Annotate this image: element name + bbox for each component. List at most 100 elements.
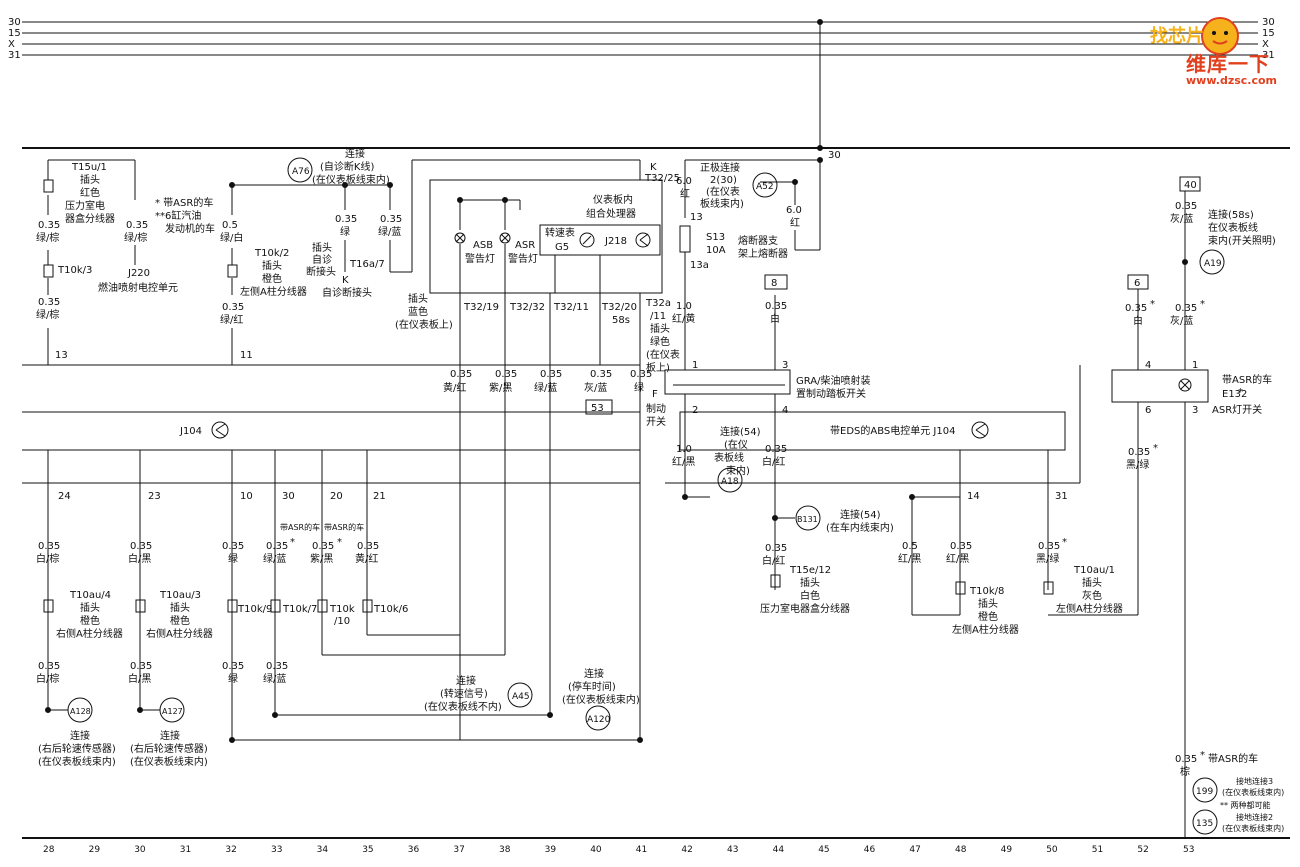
wire-color-gbl: 绿/蓝 <box>378 225 401 238</box>
wire-star-brown: * <box>1200 750 1205 761</box>
pos-l2: 2(30) <box>710 175 737 186</box>
t10au1-l1: 插头 <box>1082 576 1102 589</box>
t10au3-l3: 右侧A柱分线器 <box>146 627 213 640</box>
track-number: 30 <box>134 845 146 855</box>
j220-name: 燃油喷射电控单元 <box>98 281 178 294</box>
t10au4-code: T10au/4 <box>69 590 111 601</box>
connector-a52 <box>752 172 778 198</box>
e132-p4: 4 <box>1145 360 1151 371</box>
wire-color-gbl30b: 绿/蓝 <box>263 672 286 685</box>
diag-l3: 断接头 <box>306 265 336 278</box>
t10au3-code: T10au/3 <box>159 590 201 601</box>
wire-color-bg2: 黑/绿 <box>1126 458 1149 471</box>
wire-color-gblt: 灰/蓝 <box>1170 212 1193 225</box>
t15u-l1: 插头 <box>80 173 100 186</box>
t32a-l4: 板上) <box>646 361 670 374</box>
rail-label-31-right: 31 <box>1262 50 1275 61</box>
diag-code: T16a/7 <box>349 259 385 270</box>
speedo-label: 转速表 <box>545 226 575 239</box>
t32-25-k: K <box>650 162 657 173</box>
a127-id: A127 <box>162 707 183 716</box>
wire-size-gb-j220: 0.35 <box>126 220 148 231</box>
g199-id: 199 <box>1196 787 1213 797</box>
wire-color-g: 绿 <box>340 225 350 238</box>
wire-size-gr: 0.35 <box>222 302 244 313</box>
pin-20: 20 <box>330 491 343 502</box>
pos-wire-color: 红 <box>680 187 690 200</box>
wire-size-gbl30b: 0.35 <box>266 661 288 672</box>
track-number: 46 <box>864 845 876 855</box>
t15e-l2: 白色 <box>800 589 820 602</box>
wire-size-yr2: 0.35 <box>357 541 379 552</box>
a76-l2: (自诊断K线) <box>320 160 374 173</box>
gra-p2: 2 <box>692 405 698 416</box>
box-40 <box>1179 176 1201 192</box>
connector-a19 <box>1199 249 1225 275</box>
asr-label-2: 带ASR的车 <box>324 522 364 532</box>
gra-l2: 置制动踏板开关 <box>796 387 866 400</box>
wire-color-gbl30: 绿/蓝 <box>263 552 286 565</box>
wire-size-gb-top: 0.35 <box>38 220 60 231</box>
a120-l3: (在仪表板线束内) <box>562 693 640 706</box>
track-number: 37 <box>453 845 464 855</box>
fuse-pin13: 13 <box>690 212 703 223</box>
fuse-l1: 熔断器支 <box>738 234 778 247</box>
a76-l3: (在仪表板线束内) <box>312 173 390 186</box>
e132-p1: 1 <box>1192 360 1198 371</box>
wire-color-gb-bot: 绿/棕 <box>36 308 59 321</box>
rail-label-15-right: 15 <box>1262 28 1275 39</box>
t10k2-l3: 左侧A柱分线器 <box>240 285 307 298</box>
watermark-brand: 找芯片 <box>1150 26 1204 47</box>
wire-color-pb2: 紫/黑 <box>310 553 333 565</box>
t10k9-code: T10k/9 <box>237 604 272 615</box>
ground-135 <box>1192 809 1218 835</box>
wire-size-gblt: 0.35 <box>1175 201 1197 212</box>
pin-24: 24 <box>58 491 71 502</box>
a128-l1: 连接 <box>70 729 90 742</box>
labels: 30 15 X 31 30 15 X 31 30 T15u/1 插头 红色 压力… <box>8 17 1284 833</box>
rail-label-x: X <box>8 39 15 50</box>
both-possible: ** 两种都可能 <box>1220 800 1271 810</box>
a76-id: A76 <box>292 167 310 177</box>
asr-label: ASR <box>515 240 535 251</box>
track-number: 52 <box>1137 845 1148 855</box>
wire-size-gb-bot: 0.35 <box>38 297 60 308</box>
rail-label-x-right: X <box>1262 39 1269 50</box>
box-6-label: 6 <box>1134 278 1140 289</box>
b131-l1: 连接(54) <box>840 508 881 521</box>
t10k2-l1: 插头 <box>262 259 282 272</box>
a120-l2: (停车时间) <box>568 680 616 693</box>
wire-size-gbl: 0.35 <box>380 214 402 225</box>
wire-size-gbl30: 0.35 <box>266 541 288 552</box>
wire-color-wb2: 白/棕 <box>36 672 59 685</box>
track-number: 35 <box>362 845 373 855</box>
bus-label: 30 <box>828 150 841 161</box>
fuse-rating: 10A <box>706 245 726 256</box>
watermark-title: 维库一下 <box>1186 52 1270 76</box>
t10au4-l1: 插头 <box>80 601 100 614</box>
t10k3-code: T10k/3 <box>57 265 92 276</box>
cluster-l1: 仪表板内 <box>593 193 633 206</box>
connector-a120 <box>585 705 611 731</box>
abs-module-box <box>679 411 1066 451</box>
fuse-name: S13 <box>706 232 725 243</box>
pin-31: 31 <box>1055 491 1068 502</box>
t10k8-l3: 左侧A柱分线器 <box>952 623 1019 636</box>
box-53-label: 53 <box>591 403 604 414</box>
a18-id: A18 <box>721 477 739 487</box>
asb-label: ASB <box>473 240 493 251</box>
a19-id: A19 <box>1204 259 1222 269</box>
e132-p6: 6 <box>1145 405 1151 416</box>
t10k8-code: T10k/8 <box>969 586 1004 597</box>
wire-color-wblk2: 白/黑 <box>128 672 151 685</box>
pos-l4: 板线束内) <box>700 197 744 210</box>
wire-color-w6: 白 <box>1133 314 1143 327</box>
t32a-l1: 插头 <box>650 322 670 335</box>
wire-star-bg2: * <box>1153 443 1158 454</box>
t15e-l3: 压力室电器盒分线器 <box>760 602 850 615</box>
pin-23: 23 <box>148 491 161 502</box>
diag-l2: 自诊 <box>312 253 332 266</box>
pin-21: 21 <box>373 491 386 502</box>
gra-l1: GRA/柴油喷射装 <box>796 374 871 387</box>
